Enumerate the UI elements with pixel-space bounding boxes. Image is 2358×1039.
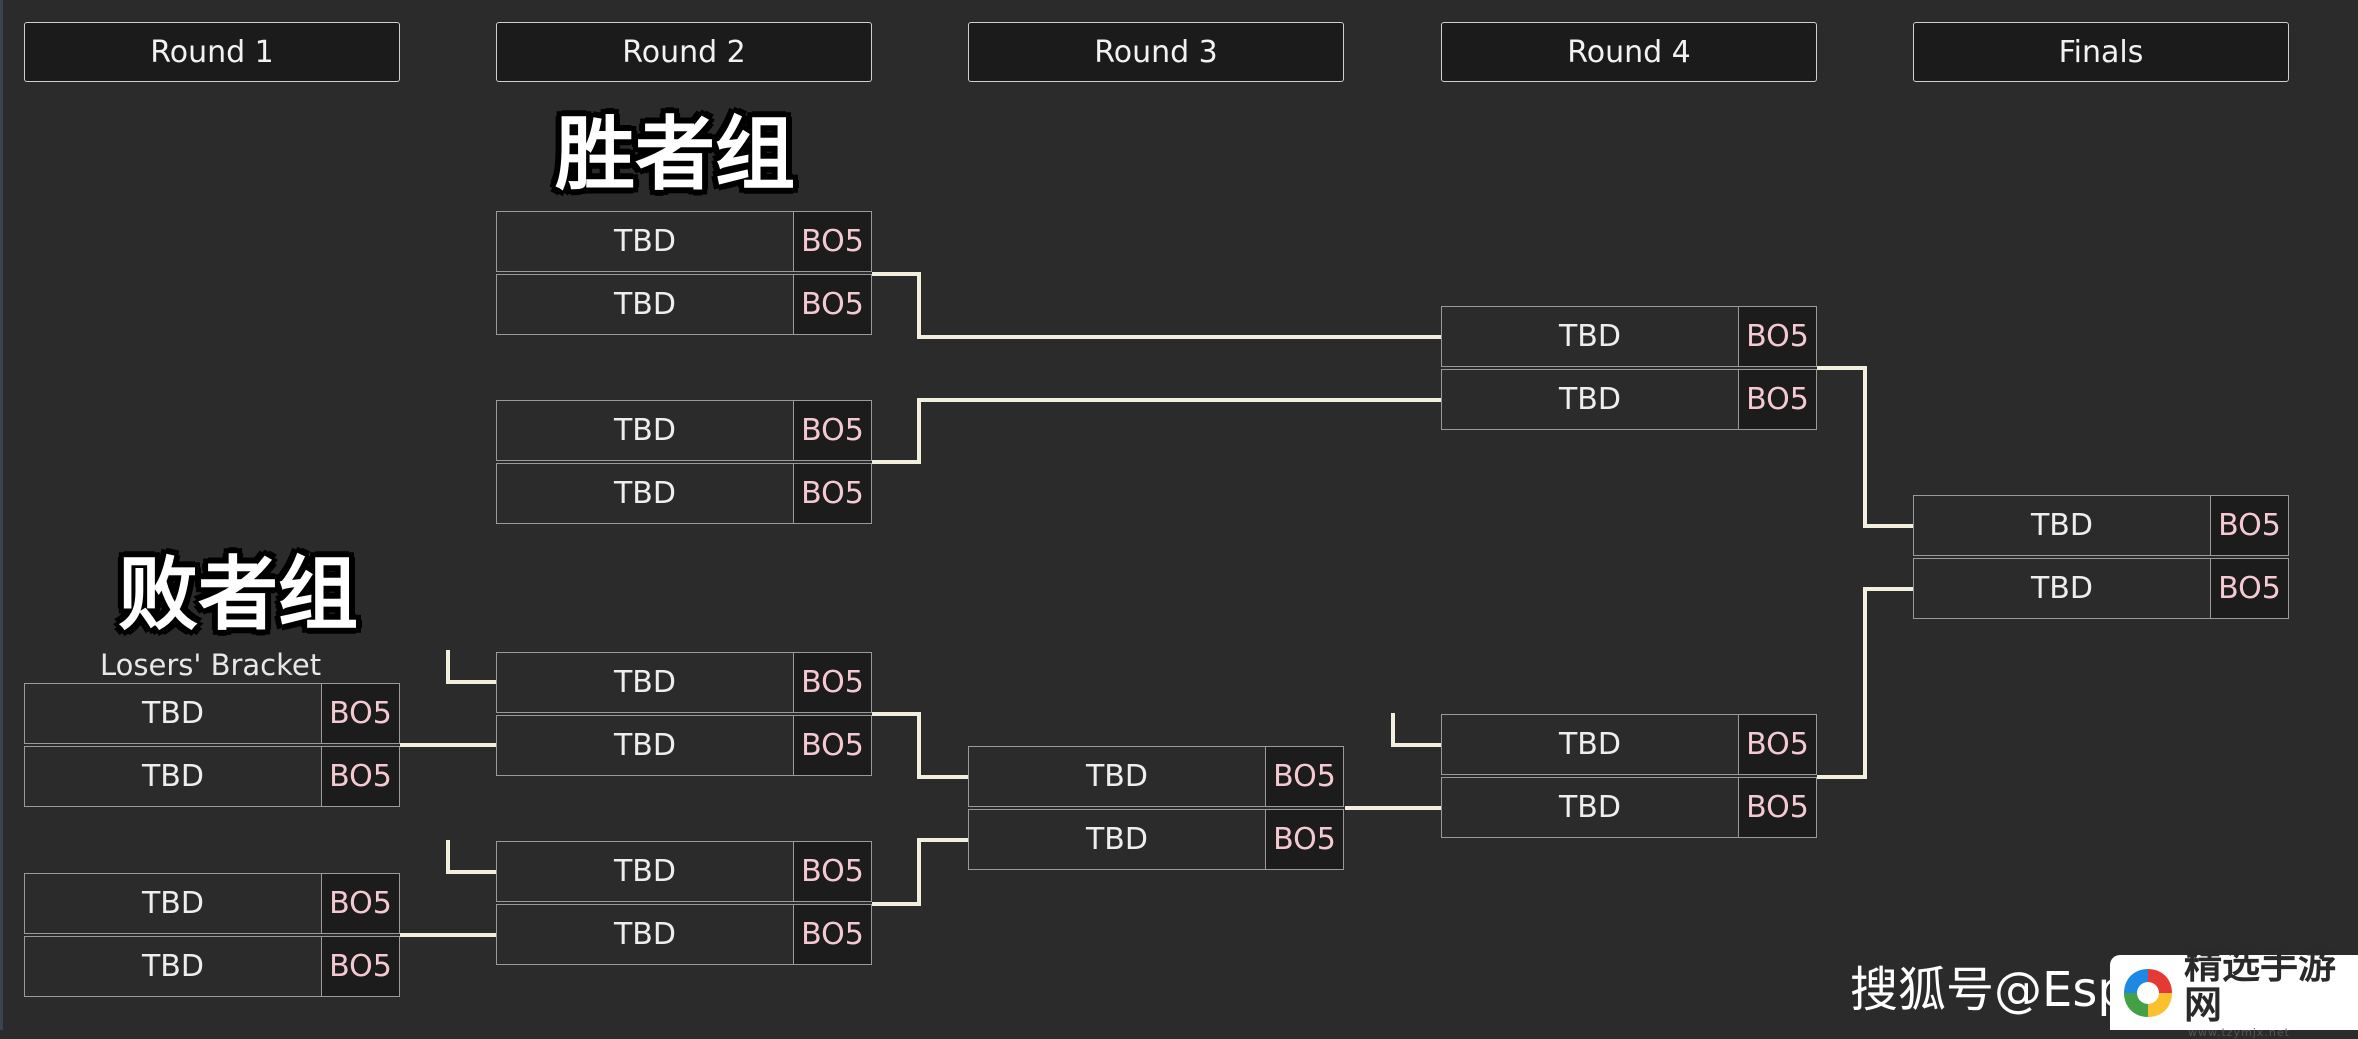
match-format: BO5 (322, 747, 399, 806)
team-name: TBD (497, 905, 794, 964)
match-slot[interactable]: TBD BO5 (496, 652, 872, 713)
match-slot[interactable]: TBD BO5 (496, 841, 872, 902)
match-format: BO5 (794, 275, 871, 334)
match-r3-lower: TBD BO5 TBD BO5 (968, 746, 1344, 871)
team-name: TBD (969, 747, 1266, 806)
team-name: TBD (497, 842, 794, 901)
team-name: TBD (969, 810, 1266, 869)
round-header-3[interactable]: Round 3 (968, 22, 1344, 82)
match-r2-lower-2: TBD BO5 TBD BO5 (496, 841, 872, 966)
team-name: TBD (497, 275, 794, 334)
team-name: TBD (25, 684, 322, 743)
match-format: BO5 (1739, 715, 1816, 774)
match-format: BO5 (1266, 810, 1343, 869)
match-slot[interactable]: TBD BO5 (24, 873, 400, 934)
logo-swirl-icon (2118, 963, 2178, 1023)
match-format: BO5 (322, 937, 399, 996)
team-name: TBD (497, 212, 794, 271)
match-format: BO5 (2211, 496, 2288, 555)
match-r2-lower-1: TBD BO5 TBD BO5 (496, 652, 872, 777)
match-slot[interactable]: TBD BO5 (496, 211, 872, 272)
match-slot[interactable]: TBD BO5 (496, 904, 872, 965)
team-name: TBD (497, 464, 794, 523)
match-format: BO5 (1739, 778, 1816, 837)
match-slot[interactable]: TBD BO5 (1441, 714, 1817, 775)
match-slot[interactable]: TBD BO5 (1913, 558, 2289, 619)
team-name: TBD (1442, 307, 1739, 366)
match-format: BO5 (1739, 370, 1816, 429)
match-format: BO5 (322, 874, 399, 933)
match-slot[interactable]: TBD BO5 (1441, 369, 1817, 430)
match-r2-upper-1: TBD BO5 TBD BO5 (496, 211, 872, 336)
team-name: TBD (1442, 778, 1739, 837)
team-name: TBD (1442, 715, 1739, 774)
match-format: BO5 (794, 212, 871, 271)
team-name: TBD (497, 653, 794, 712)
team-name: TBD (25, 874, 322, 933)
match-slot[interactable]: TBD BO5 (496, 274, 872, 335)
match-format: BO5 (1266, 747, 1343, 806)
match-r1-lower-2: TBD BO5 TBD BO5 (24, 873, 400, 998)
team-name: TBD (497, 716, 794, 775)
match-slot[interactable]: TBD BO5 (24, 936, 400, 997)
match-slot[interactable]: TBD BO5 (24, 746, 400, 807)
match-slot[interactable]: TBD BO5 (1441, 777, 1817, 838)
team-name: TBD (497, 401, 794, 460)
match-format: BO5 (794, 716, 871, 775)
match-slot[interactable]: TBD BO5 (496, 400, 872, 461)
match-r4-lower: TBD BO5 TBD BO5 (1441, 714, 1817, 839)
logo-title: 精选手游网 (2184, 943, 2337, 1027)
team-name: TBD (25, 747, 322, 806)
watermark-text: 搜狐号@Esp (1850, 962, 2128, 1018)
match-slot[interactable]: TBD BO5 (496, 463, 872, 524)
logo-url: www.tzymjx.net (2188, 1025, 2290, 1039)
match-slot[interactable]: TBD BO5 (1913, 495, 2289, 556)
match-format: BO5 (794, 842, 871, 901)
match-finals: TBD BO5 TBD BO5 (1913, 495, 2289, 620)
window-edge (0, 0, 3, 1030)
match-format: BO5 (322, 684, 399, 743)
round-header-1[interactable]: Round 1 (24, 22, 400, 82)
losers-bracket-subtitle: Losers' Bracket (100, 648, 322, 682)
match-format: BO5 (794, 653, 871, 712)
match-slot[interactable]: TBD BO5 (968, 746, 1344, 807)
team-name: TBD (1914, 496, 2211, 555)
team-name: TBD (1442, 370, 1739, 429)
match-slot[interactable]: TBD BO5 (24, 683, 400, 744)
match-r4-upper: TBD BO5 TBD BO5 (1441, 306, 1817, 431)
logo-text: 精选手游网 www.tzymjx.net (2184, 943, 2358, 1039)
round-header-2[interactable]: Round 2 (496, 22, 872, 82)
round-header-finals[interactable]: Finals (1913, 22, 2289, 82)
round-header-4[interactable]: Round 4 (1441, 22, 1817, 82)
match-format: BO5 (2211, 559, 2288, 618)
match-r1-lower-1: TBD BO5 TBD BO5 (24, 683, 400, 808)
team-name: TBD (1914, 559, 2211, 618)
match-slot[interactable]: TBD BO5 (968, 809, 1344, 870)
match-slot[interactable]: TBD BO5 (496, 715, 872, 776)
match-format: BO5 (794, 401, 871, 460)
match-format: BO5 (1739, 307, 1816, 366)
site-logo: 精选手游网 www.tzymjx.net (2110, 945, 2358, 1039)
losers-bracket-label: 败者组 (118, 548, 358, 641)
match-format: BO5 (794, 464, 871, 523)
team-name: TBD (25, 937, 322, 996)
winners-bracket-label: 胜者组 (555, 108, 795, 201)
match-slot[interactable]: TBD BO5 (1441, 306, 1817, 367)
match-format: BO5 (794, 905, 871, 964)
match-r2-upper-2: TBD BO5 TBD BO5 (496, 400, 872, 525)
